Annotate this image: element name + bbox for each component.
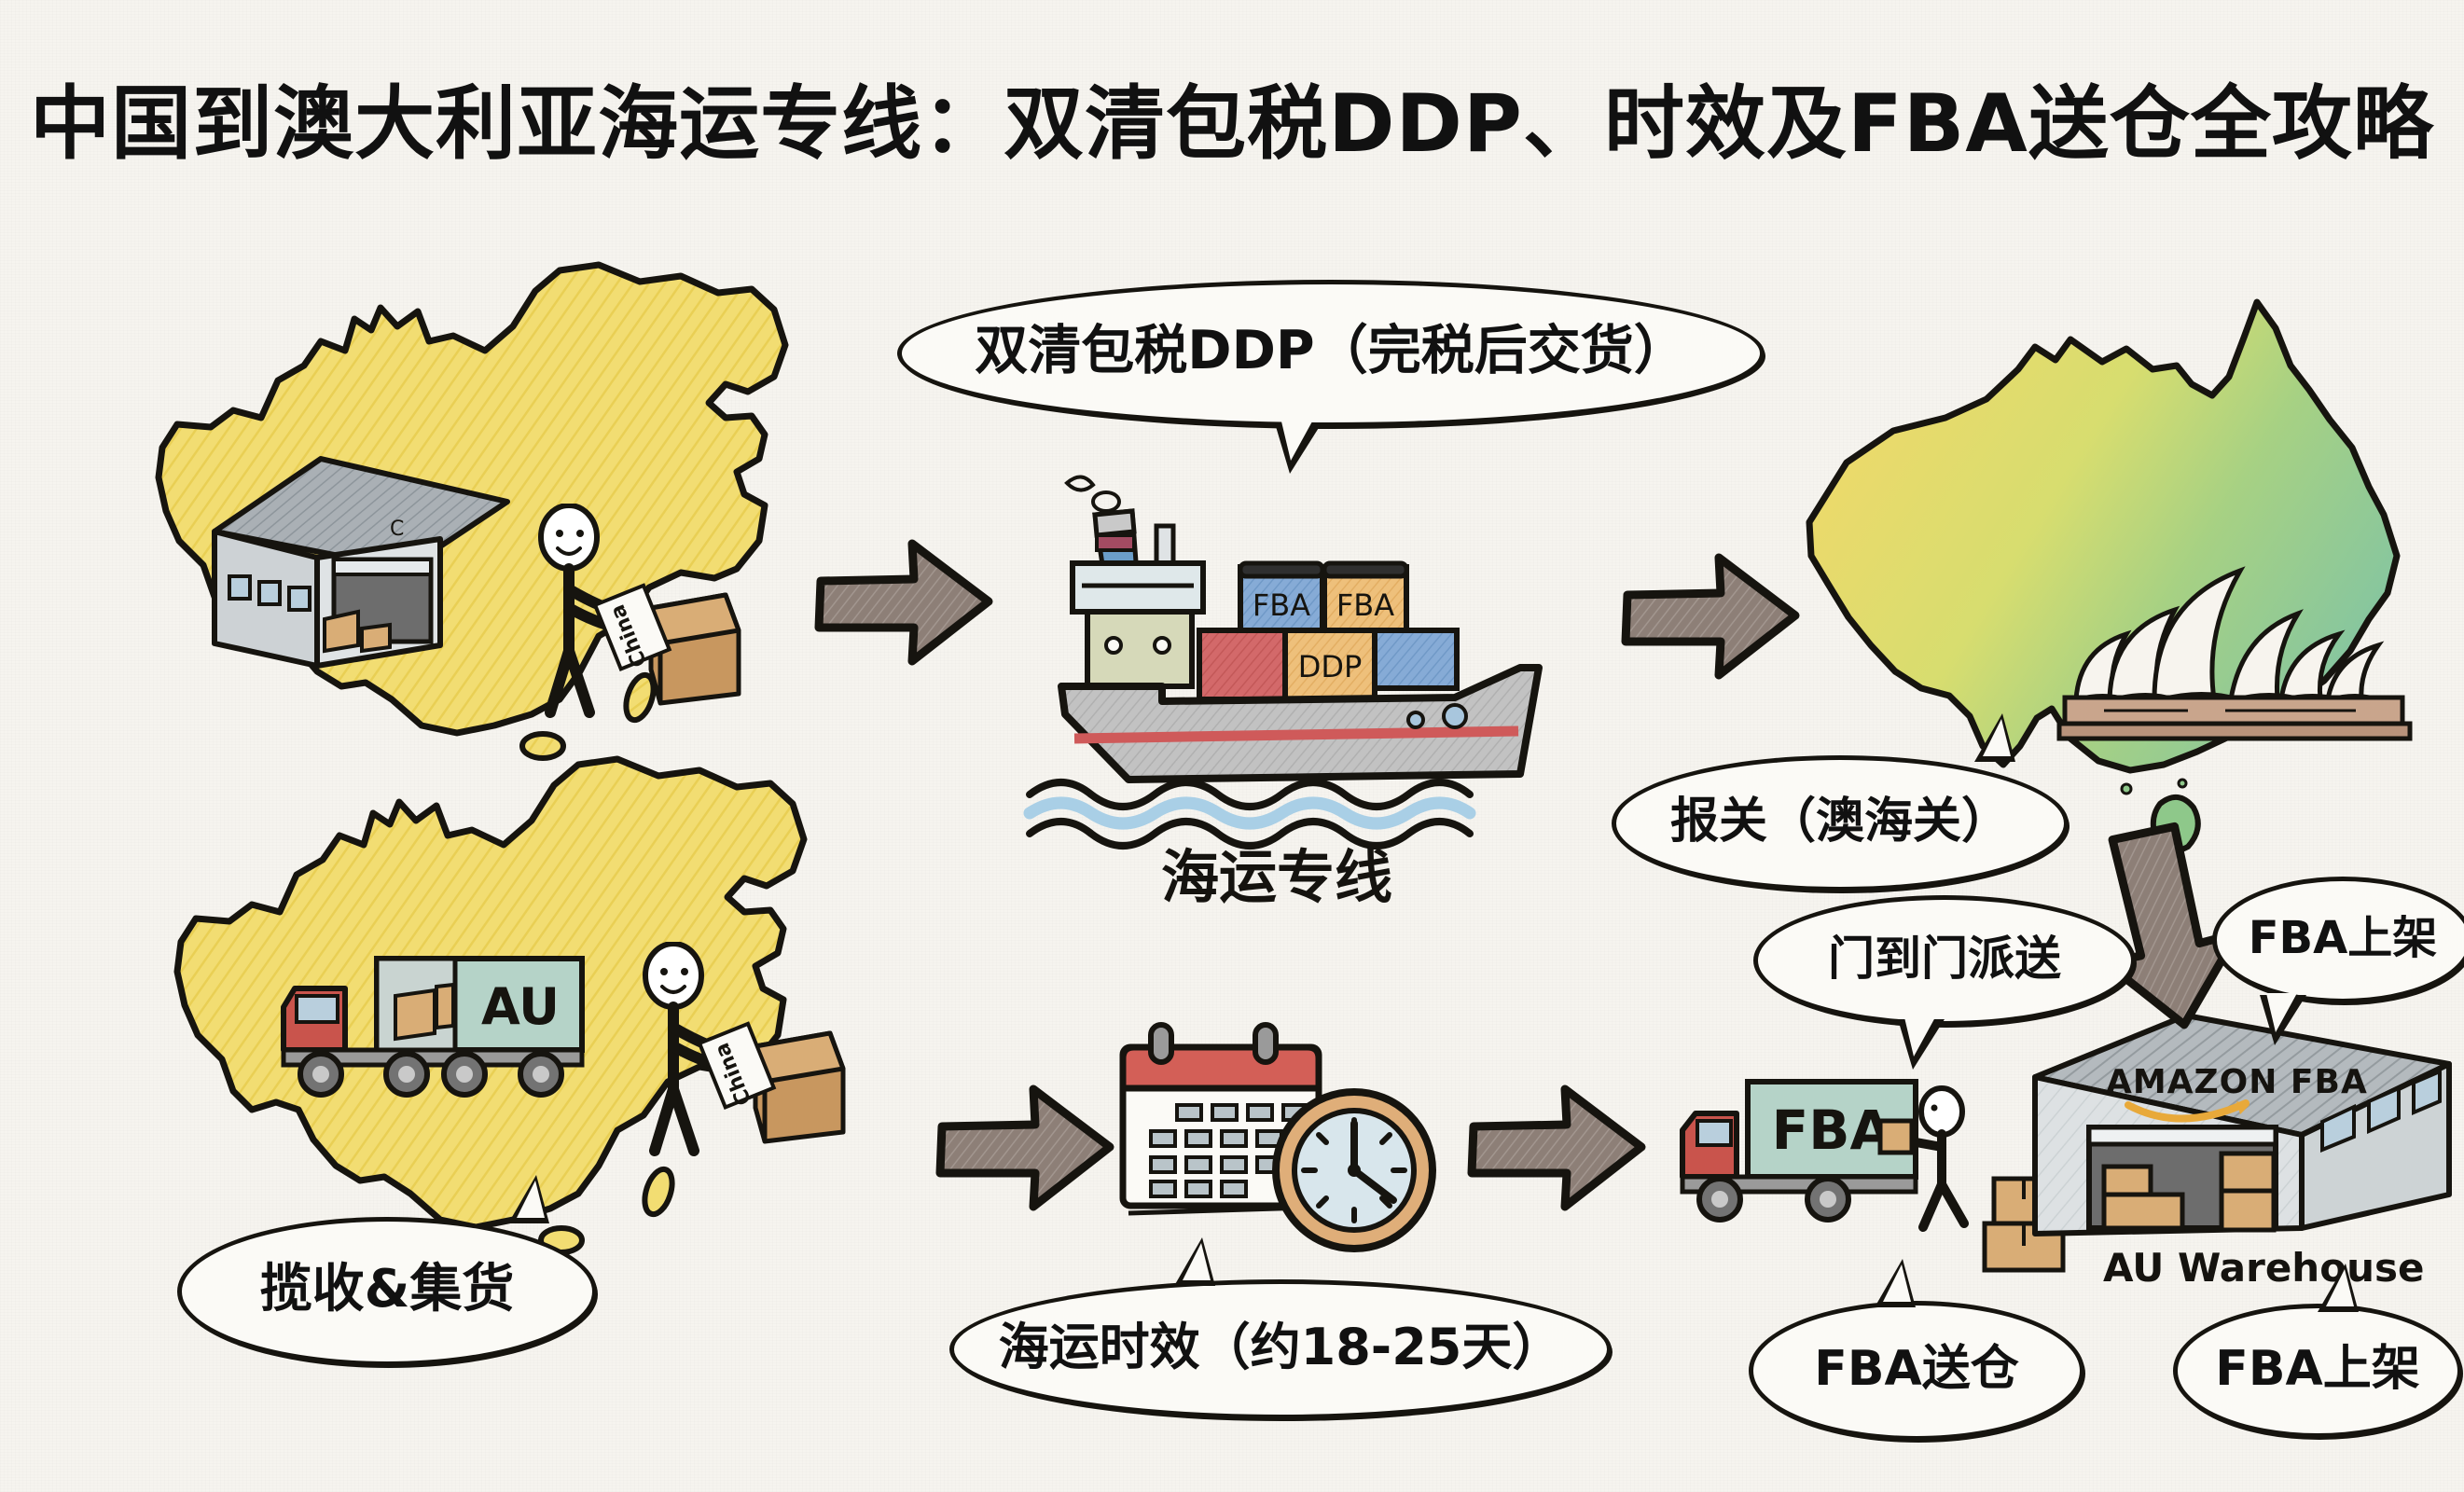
customs-bubble-text: 报关（澳海关） xyxy=(1669,793,2010,850)
fba-shelf-bubble-top[interactable]: FBA上架 xyxy=(2212,877,2464,1045)
amazon-fba-warehouse xyxy=(2032,1013,2452,1236)
fba-delivery-bubble-text: FBA送仓 xyxy=(1814,1340,2019,1397)
fba-delivery-bubble[interactable]: FBA送仓 xyxy=(1749,1259,2084,1441)
china-worker-top: China xyxy=(538,504,741,718)
bubble-tail xyxy=(1898,1017,1945,1070)
container-red xyxy=(1197,628,1288,702)
china-warehouse-icon: C xyxy=(212,456,510,669)
cargo-ship: FBA FBA DDP xyxy=(1023,475,1543,850)
bubble-tail xyxy=(1875,1259,1916,1307)
truck-label-au: AU xyxy=(481,977,560,1036)
au-truck-fba: FBA xyxy=(1680,1079,1969,1232)
calendar-clock-icon xyxy=(1119,1022,1436,1252)
transit-time-bubble-text: 海运时效（约18-25天） xyxy=(998,1317,1563,1376)
transit-time-bubble[interactable]: 海运时效（约18-25天） xyxy=(949,1237,1612,1419)
fba-shelf-bubble-bottom-text: FBA上架 xyxy=(2215,1340,2420,1397)
arrow-transit-to-fba xyxy=(1467,1084,1646,1211)
china-worker-bottom: China xyxy=(643,942,846,1156)
door-to-door-bubble[interactable]: 门到门派送 xyxy=(1753,895,2136,1070)
customs-bubble[interactable]: 报关（澳海关） xyxy=(1612,713,2069,891)
container-ddp-orange: DDP xyxy=(1282,628,1377,702)
truck-label-fba: FBA xyxy=(1772,1098,1892,1162)
fba-shelf-bubble-bottom[interactable]: FBA上架 xyxy=(2173,1264,2462,1438)
bubble-tail xyxy=(1974,713,2015,762)
bubble-tail xyxy=(1174,1237,1215,1286)
door-to-door-bubble-text: 门到门派送 xyxy=(1828,931,2061,986)
china-truck-au: AU xyxy=(281,956,585,1098)
arrow-ship-to-australia xyxy=(1621,553,1800,680)
amazon-fba-sign: AMAZON FBA xyxy=(2106,1063,2368,1124)
amazon-smile-icon xyxy=(2125,1099,2249,1123)
bubble-tail xyxy=(2260,993,2306,1045)
pickup-bubble-text: 揽收&集货 xyxy=(259,1258,515,1319)
bubble-tail xyxy=(508,1175,549,1223)
bubble-tail xyxy=(1275,421,1322,474)
ddp-bubble-text: 双清包税DDP（完税后交货） xyxy=(975,320,1687,382)
svg-text:C: C xyxy=(390,518,404,541)
arrow-pickup-to-transit xyxy=(935,1084,1114,1211)
container-blue-2 xyxy=(1372,628,1460,691)
fba-shelf-bubble-top-text: FBA上架 xyxy=(2248,911,2438,964)
container-label: FBA xyxy=(1253,587,1310,623)
page-title: 中国到澳大利亚海运专线：双清包税DDP、时效及FBA送仓全攻略 xyxy=(30,77,2434,171)
bubble-tail xyxy=(2318,1264,2359,1312)
sydney-opera-house-icon xyxy=(2056,566,2413,741)
container-label: FBA xyxy=(1336,587,1394,623)
sea-line-label: 海运专线 xyxy=(1161,843,1393,911)
pickup-bubble[interactable]: 揽收&集货 xyxy=(177,1175,597,1366)
au-warehouse-caption: AU Warehouse xyxy=(2103,1245,2425,1291)
amazon-fba-sign-text: AMAZON FBA xyxy=(2106,1063,2368,1101)
arrow-china-to-ship xyxy=(814,539,993,666)
container-label: DDP xyxy=(1298,649,1363,684)
ddp-bubble[interactable]: 双清包税DDP（完税后交货） xyxy=(897,280,1765,474)
